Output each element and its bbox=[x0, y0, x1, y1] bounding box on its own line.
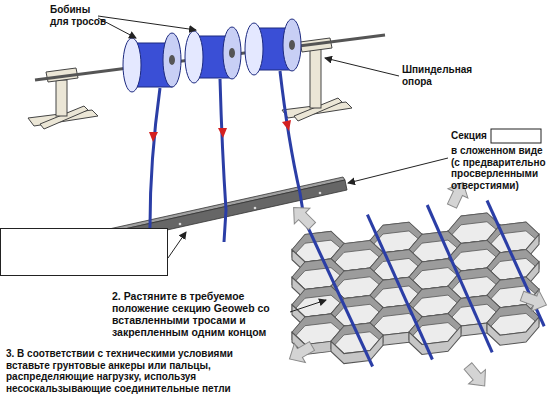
part-label: Секция bbox=[451, 130, 491, 142]
part-label: в сложенном виде (с предварительно просв… bbox=[451, 145, 553, 191]
step-note: 3. В соответствии с техническими условия… bbox=[6, 348, 268, 394]
cable-spool bbox=[123, 33, 181, 92]
blank-box bbox=[1, 229, 168, 276]
blank-box bbox=[491, 129, 541, 143]
cable bbox=[148, 71, 305, 258]
spindle-rod bbox=[35, 35, 385, 80]
stretch-arrow bbox=[284, 178, 550, 393]
step-note: 2. Растяните в требуемое положение секци… bbox=[112, 290, 290, 338]
cable-spool bbox=[185, 27, 241, 83]
expanded-web bbox=[292, 191, 544, 376]
cable-spool bbox=[245, 19, 301, 75]
part-label: Шпиндельная опора bbox=[402, 64, 492, 87]
direction-arrow bbox=[149, 120, 291, 142]
part-label: Бобины для тросов bbox=[50, 4, 110, 27]
